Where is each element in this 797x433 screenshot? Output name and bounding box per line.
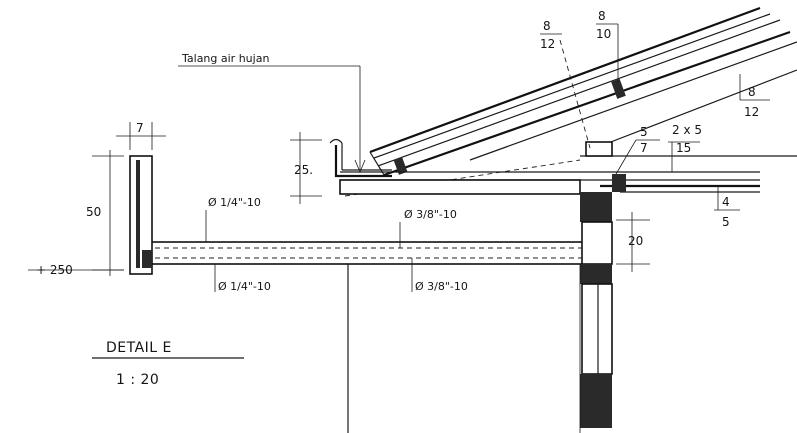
detail-scale: 1 : 20 <box>116 372 159 388</box>
roof-rafters <box>369 6 797 177</box>
dimension-lines <box>28 23 770 359</box>
batten-size-den: 15 <box>676 141 691 155</box>
parapet-width-dim: 7 <box>136 121 144 135</box>
plate-size-num: 5 <box>640 125 648 139</box>
slab-level-dim: + 250 <box>36 263 73 277</box>
beam-depth-dim: 20 <box>628 234 643 248</box>
rebar-label-bottom-right: Ø 3/8"-10 <box>415 280 468 293</box>
parapet <box>129 155 153 275</box>
purlin-size-den: 10 <box>596 27 611 41</box>
fascia-size-den: 5 <box>722 215 730 229</box>
gutter <box>329 138 581 195</box>
purlin-size-num: 8 <box>598 9 606 23</box>
parapet-height-dim: 50 <box>86 205 101 219</box>
gutter-label: Talang air hujan <box>181 52 269 65</box>
batten-size-num: 2 x 5 <box>672 123 702 137</box>
rafter2-size-den: 12 <box>744 105 759 119</box>
fascia-size-num: 4 <box>722 195 730 209</box>
lower-lines <box>347 264 581 433</box>
rafter-size-den: 12 <box>540 37 555 51</box>
rafter-size-num: 8 <box>543 19 551 33</box>
rebar-label-top-right: Ø 3/8"-10 <box>404 208 457 221</box>
detail-title: DETAIL E <box>106 340 172 356</box>
concrete-slab <box>139 241 611 265</box>
gutter-height-dim: 25. <box>294 163 313 177</box>
brick-wall <box>580 192 613 428</box>
rebar-label-top-left: Ø 1/4"-10 <box>208 196 261 209</box>
rafter2-size-num: 8 <box>748 85 756 99</box>
plate-size-den: 7 <box>640 141 648 155</box>
rebar-label-bottom-left: Ø 1/4"-10 <box>218 280 271 293</box>
